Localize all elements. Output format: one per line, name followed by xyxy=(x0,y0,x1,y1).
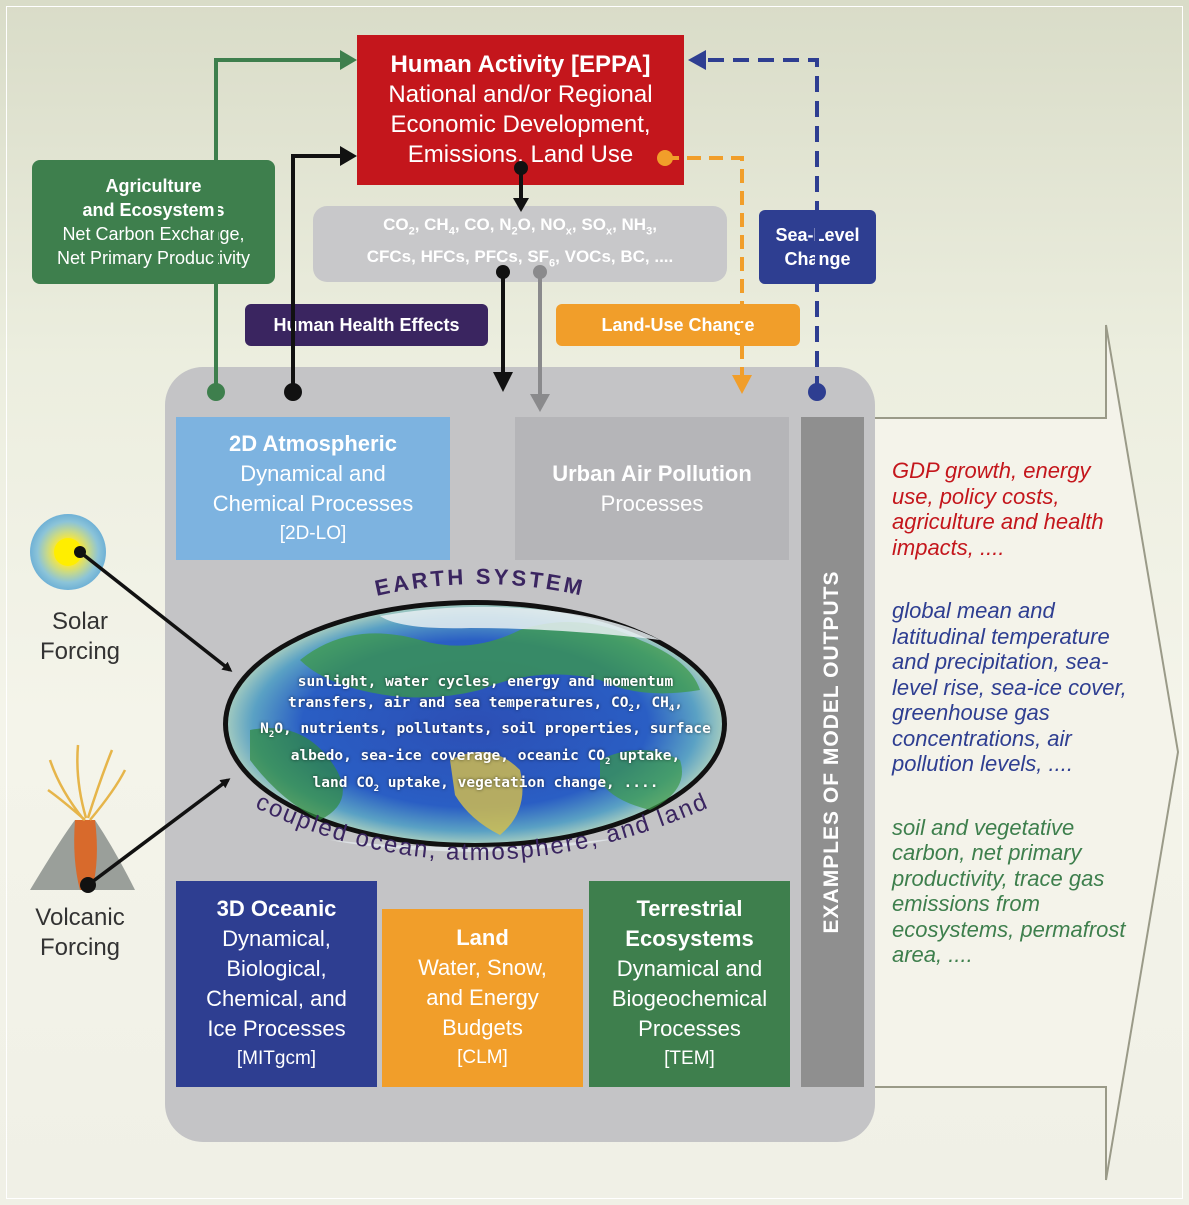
human-activity-title: Human Activity [EPPA] xyxy=(390,51,651,78)
sea-level-box: Sea-Level Change xyxy=(759,210,876,284)
emissions-line2: CFCs, HFCs, PFCs, SF6, VOCs, BC, .... xyxy=(366,247,674,270)
atmospheric-title: 2D Atmospheric xyxy=(229,430,397,456)
atmospheric-line1: Dynamical and xyxy=(240,460,386,486)
emissions-line1: CO2, CH4, CO, N2O, NOx, SOx, NH3, xyxy=(383,214,657,237)
urban-line1: Processes xyxy=(600,490,704,516)
land-line2: and Energy xyxy=(426,985,539,1010)
terrestrial-box: Terrestrial Ecosystems Dynamical and Bio… xyxy=(589,881,790,1087)
earth-system-title-path: EARTH SYSTEM xyxy=(373,564,585,601)
land-use-label: Land-Use Change xyxy=(601,314,755,335)
oceanic-title: 3D Oceanic xyxy=(216,896,337,921)
sun-icon xyxy=(30,514,106,590)
oceanic-line3: Chemical, and xyxy=(206,986,347,1011)
oceanic-box: 3D Oceanic Dynamical, Biological, Chemic… xyxy=(176,881,377,1087)
terrestrial-title2: Ecosystems xyxy=(625,926,754,951)
health-effects-label: Human Health Effects xyxy=(273,314,460,335)
oceanic-line1: Dynamical, xyxy=(222,926,331,951)
atmospheric-code: [2D-LO] xyxy=(279,522,347,544)
land-use-box: Land-Use Change xyxy=(556,304,800,346)
land-line1: Water, Snow, xyxy=(418,955,547,980)
human-activity-line1: National and/or Regional xyxy=(388,81,653,108)
atmospheric-box: 2D Atmospheric Dynamical and Chemical Pr… xyxy=(176,417,450,560)
oceanic-line4: Ice Processes xyxy=(207,1016,346,1041)
agriculture-connector xyxy=(207,50,357,401)
terrestrial-line3: Processes xyxy=(638,1016,741,1041)
land-use-connector xyxy=(657,150,752,394)
frame-border xyxy=(6,6,1183,1199)
agriculture-box: Agriculture and Ecosystems Net Carbon Ex… xyxy=(32,160,275,284)
land-code: [CLM] xyxy=(457,1047,508,1068)
land-line3: Budgets xyxy=(442,1015,523,1040)
land-box: Land Water, Snow, and Energy Budgets [CL… xyxy=(382,909,583,1087)
urban-title: Urban Air Pollution xyxy=(552,460,752,486)
health-connector xyxy=(284,146,357,401)
earth-globe xyxy=(223,600,727,852)
earth-system-processes: sunlight, water cycles, energy and momen… xyxy=(260,674,711,794)
terrestrial-code: [TEM] xyxy=(664,1048,715,1069)
oceanic-line2: Biological, xyxy=(226,956,327,981)
earth-system-title: EARTH SYSTEM xyxy=(373,564,588,601)
agriculture-line1: Net Carbon Exchange, xyxy=(62,224,245,244)
terrestrial-line1: Dynamical and xyxy=(616,956,763,981)
terrestrial-line2: Biogeochemical xyxy=(611,986,768,1011)
agriculture-line2: Net Primary Productivity xyxy=(56,248,251,268)
output-climate: global mean and latitudinal temperature … xyxy=(892,598,1127,776)
land-title: Land xyxy=(456,925,509,950)
human-activity-box: Human Activity [EPPA] National and/or Re… xyxy=(357,35,684,185)
agriculture-title2: and Ecosystems xyxy=(82,200,225,220)
emissions-box: CO2, CH4, CO, N2O, NOx, SOx, NH3, CFCs, … xyxy=(313,206,727,282)
human-activity-line2: Economic Development, xyxy=(390,111,651,138)
output-ecosystem: soil and vegetative carbon, net primary … xyxy=(892,814,1126,968)
volcano-icon xyxy=(30,744,135,890)
agriculture-title1: Agriculture xyxy=(105,176,202,196)
model-outputs-list: GDP growth, energy use, policy costs, ag… xyxy=(892,458,1132,1006)
sea-level-connector xyxy=(688,50,826,401)
urban-pollution-box: Urban Air Pollution Processes xyxy=(515,417,789,560)
atmospheric-line2: Chemical Processes xyxy=(212,490,414,516)
output-economic: GDP growth, energy use, policy costs, ag… xyxy=(892,458,1104,560)
terrestrial-title1: Terrestrial xyxy=(636,896,743,921)
model-outputs-bar xyxy=(801,417,864,1087)
oceanic-code: [MITgcm] xyxy=(236,1048,317,1069)
health-effects-box: Human Health Effects xyxy=(245,304,488,346)
